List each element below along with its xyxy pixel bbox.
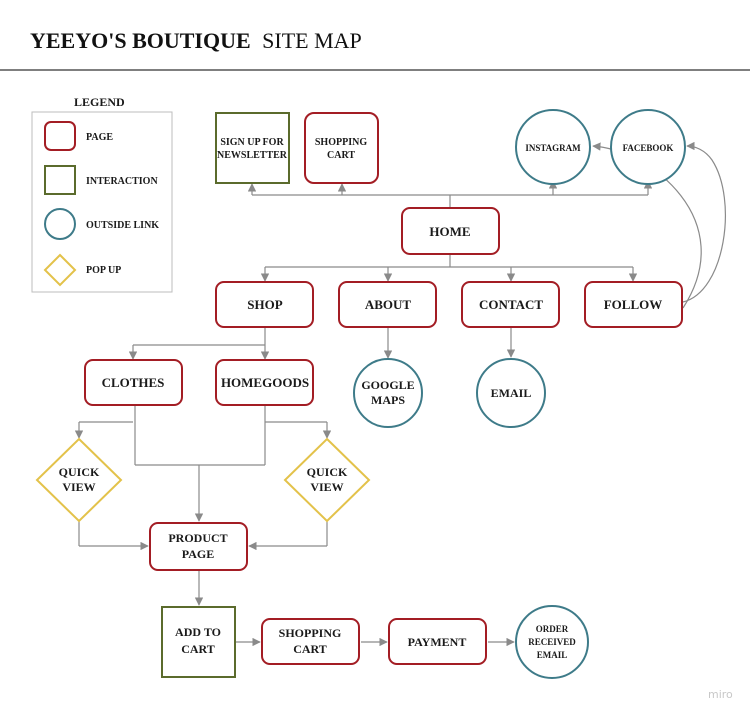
instagram-node: INSTAGRAM [515, 109, 591, 185]
legend-interaction-swatch [44, 165, 76, 195]
quick-view-right-node: QUICK VIEW [283, 437, 371, 523]
order-received-email-node: ORDER RECEIVED EMAIL [515, 605, 589, 679]
payment-label: PAYMENT [408, 635, 467, 649]
product-page-line-2: PAGE [182, 547, 214, 561]
bottom-cart-line-1: SHOPPING [279, 626, 342, 640]
miro-watermark: miro [708, 688, 733, 701]
google-maps-line-1: GOOGLE [361, 378, 414, 392]
legend-page-label: PAGE [86, 132, 113, 143]
follow-node: FOLLOW [584, 281, 683, 328]
title-rest: SITE MAP [262, 28, 362, 53]
home-node: HOME [401, 207, 500, 255]
signup-line-1: SIGN UP FOR [220, 137, 284, 148]
quick-view-left-line-1: QUICK [59, 465, 100, 479]
email-label: EMAIL [491, 386, 532, 400]
quick-view-left-node: QUICK VIEW [35, 437, 123, 523]
quick-view-right-line-1: QUICK [307, 465, 348, 479]
page-title: YEEYO'S BOUTIQUE SITE MAP [30, 28, 362, 53]
homegoods-node: HOMEGOODS [215, 359, 314, 406]
google-maps-line-2: MAPS [371, 393, 405, 407]
legend-outside-link-swatch [44, 208, 76, 240]
top-cart-line-2: CART [327, 150, 355, 161]
quick-view-left-line-2: VIEW [62, 480, 95, 494]
top-shopping-cart-node: SHOPPING CART [304, 112, 379, 184]
instagram-label: INSTAGRAM [525, 143, 581, 153]
signup-line-2: NEWSLETTER [217, 150, 288, 161]
legend-pop-up-swatch [43, 253, 77, 287]
legend-page-swatch [44, 121, 76, 151]
shop-label: SHOP [247, 297, 282, 312]
order-email-line-2: RECEIVED [528, 637, 576, 647]
payment-node: PAYMENT [388, 618, 487, 665]
legend-pop-up-label: POP UP [86, 265, 121, 276]
order-email-line-1: ORDER [536, 624, 569, 634]
clothes-label: CLOTHES [102, 375, 165, 390]
bottom-shopping-cart-node: SHOPPING CART [261, 618, 360, 665]
bottom-cart-line-2: CART [293, 642, 327, 656]
home-label: HOME [429, 224, 470, 239]
legend-interaction-label: INTERACTION [86, 176, 158, 187]
legend: LEGEND PAGE INTERACTION OUTSIDE LINK POP… [31, 95, 173, 293]
title-bold: YEEYO'S BOUTIQUE [30, 28, 251, 53]
add-to-cart-line-1: ADD TO [175, 625, 221, 639]
clothes-node: CLOTHES [84, 359, 183, 406]
add-to-cart-node: ADD TO CART [161, 606, 236, 678]
email-node: EMAIL [476, 358, 546, 428]
facebook-label: FACEBOOK [623, 143, 674, 153]
contact-label: CONTACT [479, 297, 543, 312]
shop-node: SHOP [215, 281, 314, 328]
signup-node: SIGN UP FOR NEWSLETTER [215, 112, 290, 184]
top-cart-line-1: SHOPPING [315, 137, 367, 148]
product-page-line-1: PRODUCT [168, 531, 227, 545]
homegoods-label: HOMEGOODS [221, 375, 309, 390]
order-email-line-3: EMAIL [537, 650, 568, 660]
quick-view-right-line-2: VIEW [310, 480, 343, 494]
about-node: ABOUT [338, 281, 437, 328]
legend-heading: LEGEND [74, 95, 125, 109]
product-page-node: PRODUCT PAGE [149, 522, 248, 571]
follow-label: FOLLOW [604, 297, 663, 312]
add-to-cart-line-2: CART [181, 642, 215, 656]
contact-node: CONTACT [461, 281, 560, 328]
google-maps-node: GOOGLE MAPS [353, 358, 423, 428]
legend-outside-link-label: OUTSIDE LINK [86, 220, 159, 231]
about-label: ABOUT [365, 297, 412, 312]
facebook-node: FACEBOOK [610, 109, 686, 185]
